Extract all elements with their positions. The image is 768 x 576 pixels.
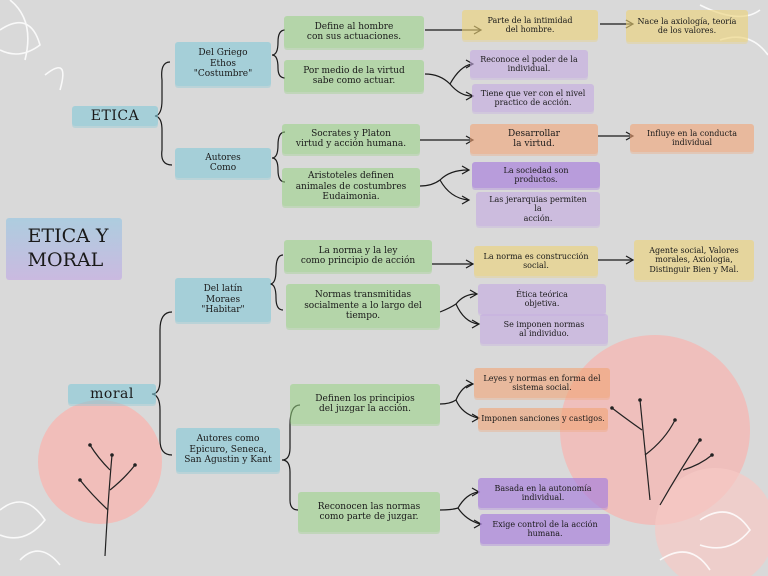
- moral-definen-node: Definen los principios del juzgar la acc…: [290, 384, 440, 424]
- bracket: [151, 311, 173, 456]
- etica-origin: Del Griego Ethos "Costumbre": [175, 42, 271, 86]
- etica-authors: Autores Como: [175, 148, 271, 178]
- etica-intimidad-node: Parte de la intimidad del hombre.: [462, 10, 598, 40]
- moral-norma-node: La norma y la ley como principio de acci…: [284, 240, 432, 272]
- moral-node: moral: [68, 384, 156, 404]
- moral-control-node: Exige control de la acción humana.: [480, 514, 610, 544]
- moral-normas-transmitidas-node: Normas transmitidas socialmente a lo lar…: [286, 284, 440, 328]
- etica-influye-node: Influye en la conducta individual: [630, 124, 754, 152]
- etica-nivel-node: Tiene que ver con el nivel practico de a…: [472, 84, 594, 112]
- etica-aristoteles-node: Aristoteles definen animales de costumbr…: [282, 168, 420, 206]
- etica-sociedad-node: La sociedad son productos.: [472, 162, 600, 188]
- main-title: ETICA Y MORAL: [6, 218, 122, 280]
- bracket: [269, 254, 284, 311]
- moral-autonomia-node: Basada en la autonomía individual.: [478, 478, 608, 508]
- etica-socrates-node: Socrates y Platon virtud y acción humana…: [282, 124, 420, 154]
- bracket: [271, 131, 286, 183]
- etica-jerarquias-node: Las jerarquias permiten la acción.: [476, 192, 600, 226]
- moral-origin: Del latín Moraes "Habitar": [175, 278, 271, 322]
- arrow: [455, 399, 479, 419]
- moral-etica-teorica-node: Ética teórica objetiva.: [478, 284, 606, 314]
- etica-reconoce-node: Reconoce el poder de la individual.: [470, 50, 588, 78]
- moral-sanciones-node: Imponen sanciones y castigos.: [478, 408, 608, 430]
- moral-construccion-node: La norma es construcción social.: [474, 246, 598, 276]
- etica-node: ETICA: [72, 106, 158, 126]
- arrow: [449, 83, 473, 97]
- etica-axiologia-node: Nace la axiología, teoría de los valores…: [626, 10, 748, 42]
- etica-virtud-node: Por medio de la virtud sabe como actuar.: [284, 60, 424, 92]
- arrow: [424, 63, 473, 85]
- bracket: [271, 29, 286, 79]
- moral-leyes-node: Leyes y normas en forma del sistema soci…: [474, 368, 610, 398]
- arrow: [439, 179, 469, 201]
- arrow: [455, 303, 479, 325]
- arrow: [419, 169, 469, 187]
- moral-agente-node: Agente social, Valores morales, Axiologi…: [634, 240, 754, 280]
- moral-imponen-normas-node: Se imponen normas al individuo.: [480, 314, 608, 344]
- etica-define-node: Define al hombre con sus actuaciones.: [284, 16, 424, 48]
- moral-authors: Autores como Epicuro, Seneca, San Agusti…: [176, 428, 280, 472]
- moral-reconocen-node: Reconocen las normas como parte de juzga…: [298, 492, 440, 532]
- arrow: [457, 507, 481, 525]
- etica-desarrollar-node: Desarrollar la virtud.: [470, 124, 598, 154]
- arrow: [439, 491, 479, 511]
